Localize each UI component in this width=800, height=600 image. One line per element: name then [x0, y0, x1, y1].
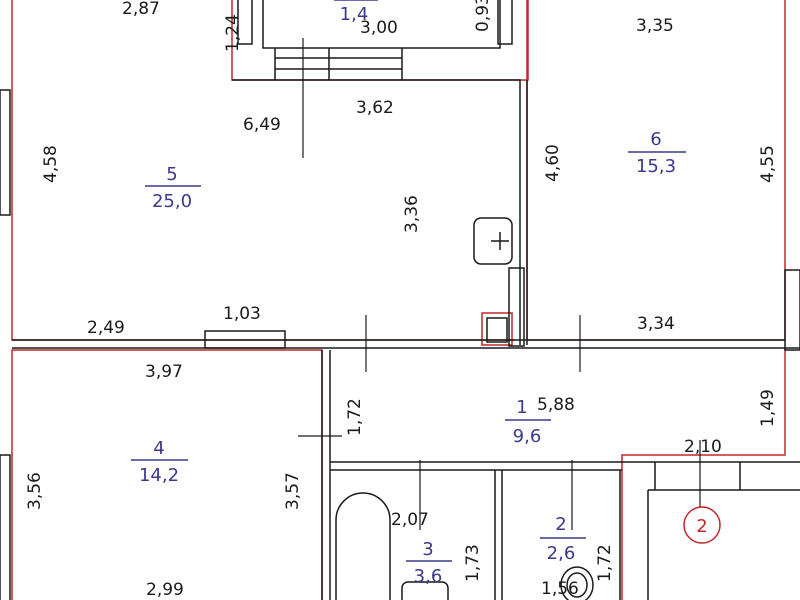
dimension-labels: 2,87 1,24 3,00 0,93 3,35 6,49 3,62 4,58 …	[25, 0, 778, 600]
window-right	[784, 269, 800, 351]
dim-3-56: 3,56	[25, 472, 45, 510]
room-2-number: 2	[555, 514, 566, 535]
toilet	[560, 566, 594, 600]
dim-4-55: 4,55	[758, 145, 778, 183]
bathtub	[335, 492, 391, 600]
dim-0-93: 0,93	[473, 0, 493, 32]
room-5-number: 5	[166, 164, 177, 185]
dim-3-57: 3,57	[283, 472, 303, 510]
room-1-number: 1	[516, 397, 527, 418]
partition-wall	[232, 79, 528, 345]
room-labels: 1,4 5 25,0 6 15,3 4 14,2 1 9,6 3 3,6 2 2…	[131, 0, 686, 587]
dim-2-49: 2,49	[87, 318, 125, 338]
bath-walls	[330, 461, 622, 600]
dim-1-03: 1,03	[223, 304, 261, 324]
dim-3-36: 3,36	[402, 195, 422, 233]
balcony-post-left	[237, 0, 253, 45]
sink	[473, 217, 513, 265]
section-marker-label: 2	[696, 516, 707, 537]
section-marker-circle	[683, 506, 721, 544]
dim-1-72-wc: 1,72	[595, 544, 615, 582]
dim-5-88: 5,88	[537, 395, 575, 415]
dimension-lines	[298, 38, 701, 530]
dim-1-49: 1,49	[758, 389, 778, 427]
room-3-number: 3	[422, 539, 433, 560]
room-4-number: 4	[153, 438, 164, 459]
dim-2-07: 2,07	[391, 510, 429, 530]
dim-1-56: 1,56	[541, 579, 579, 599]
sink-tap	[491, 232, 509, 250]
room-5-area: 25,0	[152, 191, 192, 212]
corridor-boundary	[621, 348, 786, 600]
shaft	[486, 317, 508, 343]
dim-1-24: 1,24	[223, 14, 243, 52]
room-1-area: 9,6	[513, 426, 542, 447]
balcony-steps	[274, 48, 403, 80]
dim-4-60: 4,60	[543, 144, 563, 182]
middle-wall	[12, 339, 800, 349]
toilet-seat	[566, 572, 588, 598]
dim-3-34: 3,34	[637, 314, 675, 334]
room-5-boundary	[11, 0, 515, 341]
dim-6-49: 6,49	[243, 115, 281, 135]
room-6-area: 15,3	[636, 156, 676, 177]
balcony-inner	[262, 0, 501, 49]
window-middle	[204, 330, 286, 349]
room-2-area: 2,6	[547, 543, 576, 564]
room-6-number: 6	[650, 129, 661, 150]
stair-walls	[622, 461, 800, 600]
dim-2-87: 2,87	[122, 0, 160, 19]
window-left-bottom	[0, 454, 11, 600]
wall-pier	[508, 267, 525, 347]
dim-3-62: 3,62	[356, 98, 394, 118]
room-4-wall	[321, 350, 331, 600]
balcony-post-right	[497, 0, 513, 45]
dim-3-35: 3,35	[636, 16, 674, 36]
dim-1-72-corridor: 1,72	[345, 398, 365, 436]
dim-3-97: 3,97	[145, 362, 183, 382]
room-4-area: 14,2	[139, 465, 179, 486]
dim-2-99: 2,99	[146, 580, 184, 600]
dim-4-58: 4,58	[41, 145, 61, 183]
room-balcony-area: 1,4	[340, 4, 369, 25]
dim-3-00: 3,00	[360, 18, 398, 38]
room-3-area: 3,6	[414, 566, 443, 587]
washbasin	[401, 581, 449, 600]
dim-2-10: 2,10	[684, 437, 722, 457]
shaft-boundary	[481, 312, 513, 346]
window-left-top	[0, 89, 11, 216]
dim-1-73: 1,73	[463, 544, 483, 582]
